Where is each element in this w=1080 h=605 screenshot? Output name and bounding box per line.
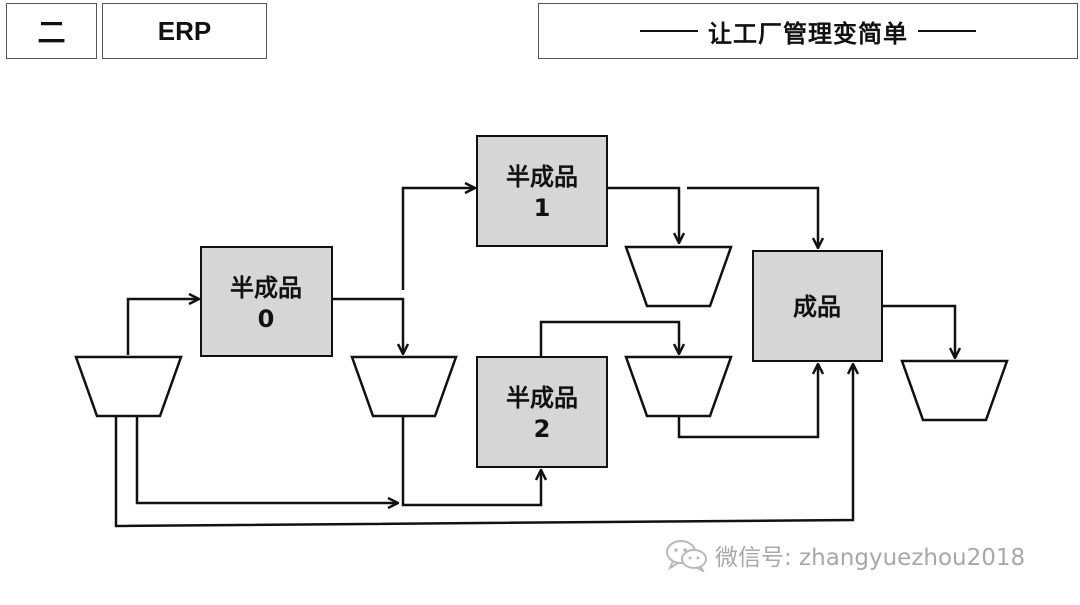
arrow-bin0-to-semi0 [126,299,199,355]
section-title-box: ERP [102,3,267,59]
arrow-bin1-to-semi1 [401,188,475,290]
node-semi2: 半成品 2 [476,356,608,468]
arrow-bin0-to-final [114,364,853,528]
arrow-semi1-to-bin2 [608,186,679,243]
slogan-dash-right [918,30,976,32]
slogan-box: 让工厂管理变简单 [538,3,1078,59]
arrow-semi0-to-bin1 [333,297,403,354]
arrow-semi1-to-final [687,186,818,248]
node-final-label: 成品 [793,293,841,321]
bins [74,245,1009,422]
node-semi0-number: 0 [258,305,275,333]
bin-1 [350,355,458,418]
node-final: 成品 [752,250,883,362]
bin-0 [74,355,183,418]
arrow-bin0-branch [135,416,398,503]
section-number-box: 二 [6,3,97,59]
watermark: 微信号: zhangyuezhou2018 [665,537,1025,573]
bin-4 [900,359,1009,422]
node-semi1-number: 1 [534,194,551,222]
section-number: 二 [37,16,66,49]
node-semi2-number: 2 [534,415,551,443]
node-semi2-label: 半成品 [506,384,578,412]
slogan-text: 让工厂管理变简单 [708,19,908,48]
node-semi1: 半成品 1 [476,135,608,247]
connectors [114,186,955,528]
node-semi0: 半成品 0 [200,246,333,357]
arrow-final-to-bin4 [883,304,955,358]
arrow-semi2-to-bin3 [539,320,679,357]
wechat-icon [666,540,707,572]
arrow-bin3-to-final [677,364,818,439]
bin-2 [624,245,733,308]
section-title: ERP [157,15,212,46]
node-semi1-label: 半成品 [506,163,578,191]
watermark-text: 微信号: zhangyuezhou2018 [715,545,1026,571]
arrow-bin1-to-semi2 [401,416,541,507]
slogan-dash-left [640,30,698,32]
node-semi0-label: 半成品 [230,274,302,302]
bin-3 [624,355,733,418]
